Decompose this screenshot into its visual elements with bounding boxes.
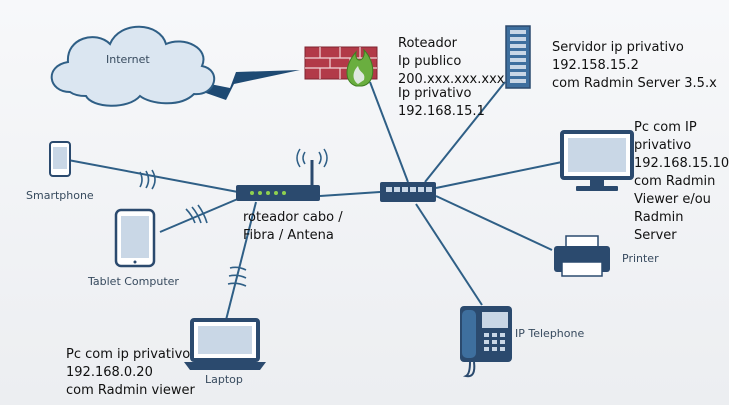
pc-note-line: com Radmin: [634, 174, 716, 189]
internet-label: Internet: [106, 53, 150, 66]
wireless-router-icon: [236, 148, 328, 201]
link-switch-printer: [435, 195, 553, 251]
laptop-pc-note-line: com Radmin viewer: [66, 383, 195, 398]
network-switch-icon: [380, 182, 436, 202]
tablet-icon: [114, 208, 156, 268]
servidor-note-line: 192.158.15.2: [552, 58, 639, 73]
link-tablet-router: [159, 197, 241, 233]
smartphone-icon: [49, 141, 71, 177]
tablet-label: Tablet Computer: [88, 275, 179, 288]
servidor-note-line: com Radmin Server 3.5.x: [552, 76, 717, 91]
server-icon: [505, 25, 531, 89]
wireless-arc-tablet: [185, 204, 208, 224]
laptop-icon: [184, 318, 266, 370]
laptop-pc-note: Pc com ip privativo 192.168.0.20 com Rad…: [66, 346, 195, 400]
link-server-switch: [424, 81, 506, 183]
link-laptop-router: [225, 201, 257, 321]
pc-note-line: Radmin: [634, 210, 684, 225]
smartphone-label: Smartphone: [26, 189, 94, 202]
wireless-symbols: [139, 169, 247, 287]
link-switch-pc: [435, 161, 563, 189]
roteador-cabo-note-line: roteador cabo /: [243, 210, 343, 225]
connection-lines: [67, 81, 563, 321]
laptop-pc-note-line: Pc com ip privativo: [66, 347, 191, 362]
pc-note-line: 192.168.15.10: [634, 156, 729, 171]
pc-note-line: privativo: [634, 138, 692, 153]
firewall-icon: [304, 46, 378, 87]
printer-label: Printer: [622, 252, 659, 265]
link-firewall-switch: [369, 81, 409, 183]
roteador-note-line: 192.168.15.1: [398, 104, 485, 119]
roteador-note-line: Ip publico: [398, 54, 462, 69]
link-switch-phone: [415, 203, 483, 306]
link-router-switch: [319, 191, 381, 197]
lightning-bolt-icon: [140, 70, 300, 100]
roteador-cabo-note-line: Fibra / Antena: [243, 228, 334, 243]
pc-note-line: Server: [634, 228, 677, 243]
roteador-note: Roteador Ip publico 200.xxx.xxx.xxx Ip p…: [398, 35, 504, 121]
laptop-pc-note-line: 192.168.0.20: [66, 365, 153, 380]
roteador-note-line: Roteador: [398, 36, 458, 51]
ip-phone-label: IP Telephone: [515, 327, 585, 340]
servidor-note: Servidor ip privativo 192.158.15.2 com R…: [552, 39, 717, 93]
wireless-arc-laptop: [227, 266, 247, 287]
pc-monitor-icon: [560, 130, 634, 191]
printer-icon: [554, 235, 610, 277]
pc-note: Pc com IP privativo 192.168.15.10 com Ra…: [634, 119, 729, 245]
wireless-arc-smartphone: [139, 169, 156, 190]
pc-note-line: Pc com IP: [634, 120, 697, 135]
roteador-note-line: 200.xxx.xxx.xxx: [398, 72, 505, 87]
servidor-note-line: Servidor ip privativo: [552, 40, 684, 55]
link-smartphone-router: [67, 159, 239, 193]
roteador-cabo-note: roteador cabo / Fibra / Antena: [243, 209, 343, 245]
cloud-icon: [50, 25, 216, 107]
ip-phone-icon: [460, 306, 512, 378]
pc-note-line: Viewer e/ou: [634, 192, 711, 207]
roteador-note-line: Ip privativo: [398, 86, 472, 101]
laptop-label: Laptop: [205, 373, 243, 386]
